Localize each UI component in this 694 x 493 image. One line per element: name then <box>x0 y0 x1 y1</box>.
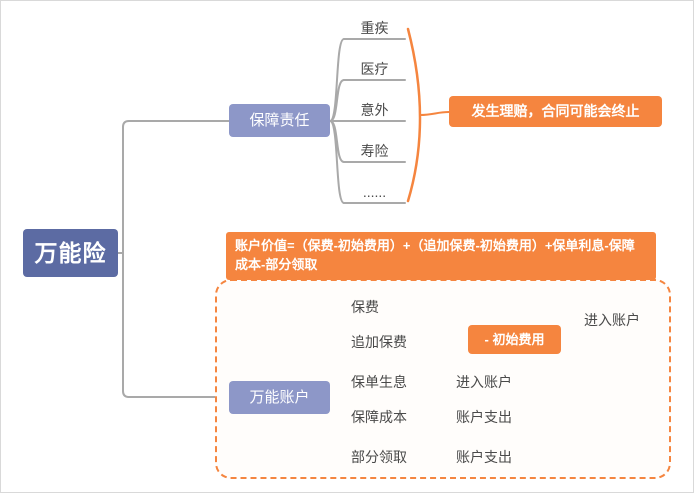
account-panel <box>215 279 671 479</box>
result-protection-cost: 账户支出 <box>456 409 512 425</box>
root-node: 万能险 <box>23 229 118 277</box>
fee-enter-account-label: 进入账户 <box>584 312 640 328</box>
root-to-protection-connector <box>117 120 230 254</box>
branch-account: 万能账户 <box>229 381 330 414</box>
account-row-partial-withdrawal: 部分领取 <box>351 449 407 465</box>
account-row-policy-interest: 保单生息 <box>351 374 407 390</box>
claim-note: 发生理赔，合同可能会终止 <box>449 96 662 127</box>
account-value-formula: 账户价值=（保费-初始费用）+（追加保费-初始费用）+保单利息-保障成本-部分领… <box>226 232 656 280</box>
account-row-premium: 保费 <box>351 299 379 315</box>
initial-fee-box: - 初始费用 <box>468 325 561 354</box>
result-policy-interest: 进入账户 <box>456 374 512 390</box>
account-row-protection-cost: 保障成本 <box>351 409 407 425</box>
protection-item-accident: 意外 <box>360 102 389 118</box>
branch-protection: 保障责任 <box>229 104 330 137</box>
protection-fan <box>329 38 345 204</box>
result-partial-withdrawal: 账户支出 <box>456 449 512 465</box>
root-to-account-connector <box>122 252 230 398</box>
protection-item-ellipsis: ...... <box>362 184 387 200</box>
brace <box>406 27 422 203</box>
protection-item-medical: 医疗 <box>360 61 389 77</box>
protection-item-life: 寿险 <box>360 143 389 159</box>
protection-item-critical-illness: 重疾 <box>360 20 389 36</box>
account-row-additional-premium: 追加保费 <box>351 334 407 350</box>
brace-to-note-link <box>419 111 450 116</box>
